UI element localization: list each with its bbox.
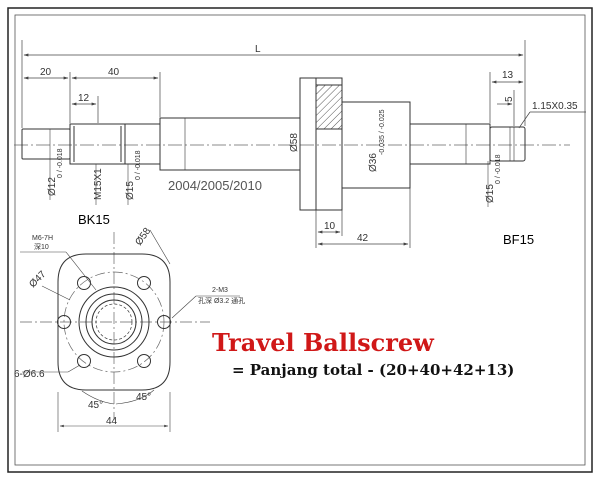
flange-leaders xyxy=(20,229,240,432)
dim-total-length xyxy=(21,40,526,128)
label-dim-40: 40 xyxy=(108,67,120,78)
label-dia-36-tol: -0.035 / -0.025 xyxy=(379,109,386,155)
label-bk15: BK15 xyxy=(78,212,110,227)
bolt-hole-3 xyxy=(77,354,91,368)
flange-front-view xyxy=(20,232,210,420)
thread-m15 xyxy=(69,123,126,165)
label-holes: 6-Ø6.6 xyxy=(14,369,45,380)
flange-hatch xyxy=(315,84,343,130)
bolt-hole-6 xyxy=(157,315,171,329)
bolt-hole-1 xyxy=(77,276,91,290)
label-dia-15-bk: Ø15 xyxy=(125,181,136,200)
screw-body-right xyxy=(409,123,491,165)
screw-body-left xyxy=(159,117,301,171)
caption-title: Travel Ballscrew xyxy=(212,328,434,357)
label-bf15: BF15 xyxy=(503,232,534,247)
dim-20-40 xyxy=(23,72,161,123)
label-dia-15-bk-tol: 0 / -0.018 xyxy=(135,150,142,180)
label-dia-12: Ø12 xyxy=(47,177,58,196)
label-models: 2004/2005/2010 xyxy=(168,178,262,193)
nut-flange-rear xyxy=(299,77,317,211)
label-dia-58-side: Ø58 xyxy=(289,133,300,152)
label-chamfer: 1.15X0.35 xyxy=(532,101,578,112)
bolt-circle xyxy=(63,271,165,373)
label-flange-dia: Ø58 xyxy=(133,226,153,248)
label-angle-1: 45° xyxy=(88,400,103,411)
label-dim-5: 5 xyxy=(504,96,515,102)
label-total-length: L xyxy=(255,44,261,55)
label-dim-12: 12 xyxy=(78,93,90,104)
flange-outline xyxy=(57,253,171,391)
label-dia-15-bf: Ø15 xyxy=(485,184,496,203)
dia-leaders xyxy=(49,129,489,207)
caption-formula: = Panjang total - (20+40+42+13) xyxy=(232,361,515,379)
nut-inner xyxy=(85,293,143,351)
label-dia-36: Ø36 xyxy=(368,153,379,172)
dim-13-5 xyxy=(489,72,524,126)
bolt-hole-5 xyxy=(57,315,71,329)
label-dim-10: 10 xyxy=(324,221,336,232)
frame-inner xyxy=(14,14,586,466)
bolt-hole-4 xyxy=(137,354,151,368)
dim-10-42 xyxy=(315,188,411,248)
label-dim-13: 13 xyxy=(502,70,514,81)
screw-root xyxy=(95,303,133,341)
label-dim-44: 44 xyxy=(106,416,118,427)
screw-outer xyxy=(91,299,137,345)
shaft-view xyxy=(14,77,570,211)
journal-bf15 xyxy=(489,126,526,162)
label-bolt-circle: Ø47 xyxy=(27,269,48,290)
journal-bk15 xyxy=(124,123,161,165)
dim-chamfer xyxy=(518,111,586,129)
label-m15: M15X1 xyxy=(93,168,104,200)
label-oil-note: 孔深 Ø3.2 通孔 xyxy=(198,296,245,305)
label-oil-hole: 2-M3 xyxy=(212,287,228,294)
bolt-hole-2 xyxy=(137,276,151,290)
label-dia-15-bf-tol: 0 / -0.018 xyxy=(495,154,502,184)
label-tap-note: M6-7H xyxy=(32,235,53,242)
label-angle-2: 45° xyxy=(136,392,151,403)
label-tap-depth: 深10 xyxy=(34,242,49,251)
dim-12 xyxy=(71,96,99,123)
frame-outer xyxy=(7,7,593,473)
label-dia-12-tol: 0 / -0.018 xyxy=(57,148,64,178)
label-dim-42: 42 xyxy=(357,233,369,244)
label-dim-20: 20 xyxy=(40,67,52,78)
nut-outer xyxy=(78,286,150,358)
